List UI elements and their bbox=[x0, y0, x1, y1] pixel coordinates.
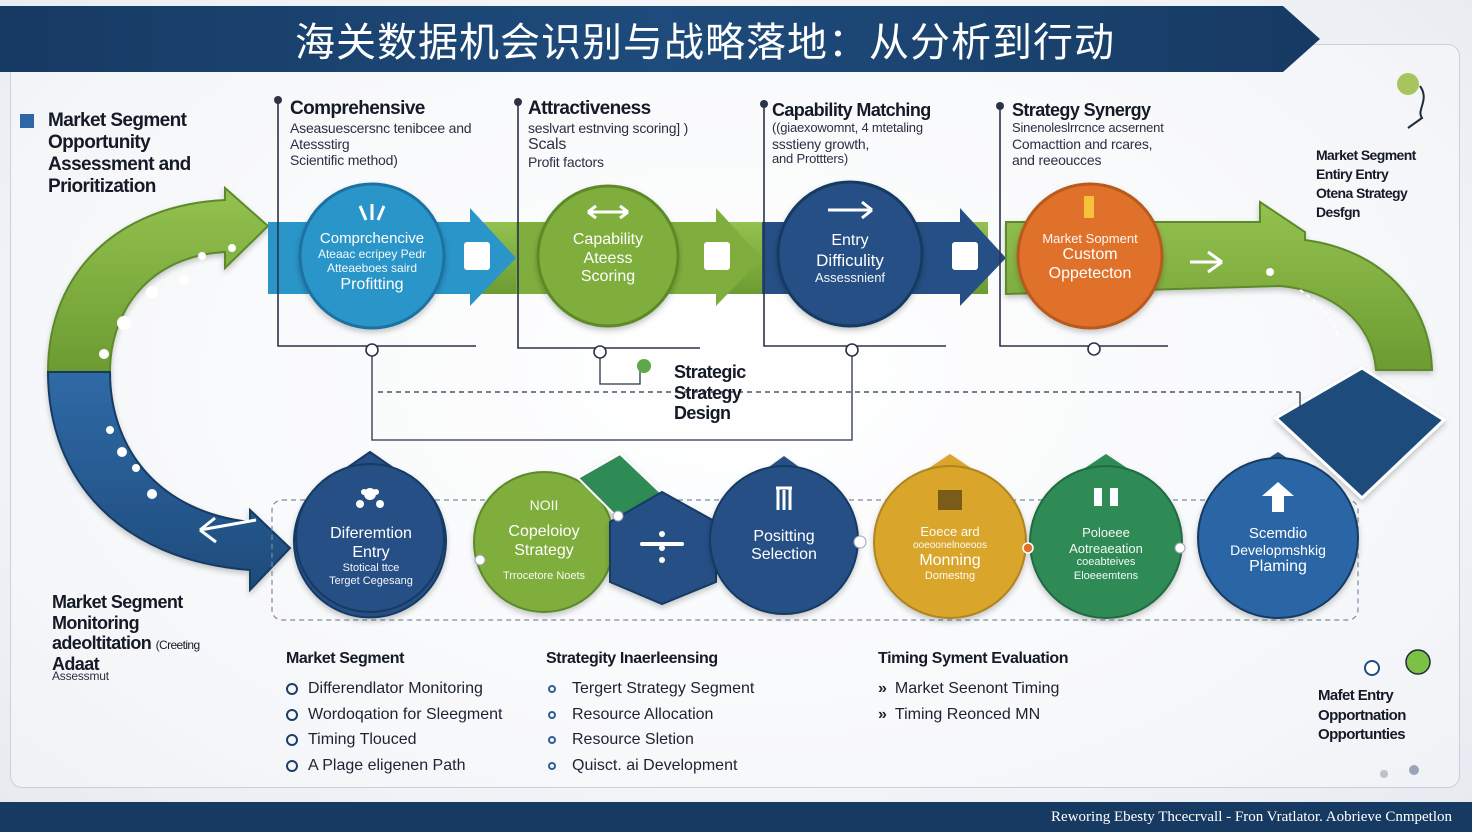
top-node-1: Comprchencive Ateaac ecripey Pedr Atteae… bbox=[317, 229, 427, 293]
bottom-node-5-circle bbox=[873, 465, 1027, 619]
left-top-label: Market Segment Opportunity Assessment an… bbox=[48, 110, 191, 197]
decor-circle-top-right bbox=[1397, 73, 1419, 95]
left-bottom-label: Market Segment Monitoring adeoltitation … bbox=[52, 592, 200, 675]
bottom-node-6-circle bbox=[1029, 465, 1183, 619]
dot-bullet-icon bbox=[548, 685, 556, 694]
list-item: Tergert Strategy Segment bbox=[546, 676, 826, 702]
network-icon bbox=[356, 488, 384, 508]
column-bracket-dots bbox=[274, 96, 1004, 110]
list-2: Strategity Inaerleensing Tergert Strateg… bbox=[546, 650, 826, 778]
list-item: Quisct. ai Development bbox=[546, 753, 826, 779]
left-bottom-sub: Assessmut bbox=[52, 669, 109, 683]
content-frame bbox=[10, 44, 1460, 788]
left-loop-green-arrow bbox=[46, 185, 270, 373]
dot-bullet-icon bbox=[548, 761, 556, 770]
right-bottom-label: Mafet Entry Opportnation Opportunties bbox=[1318, 687, 1406, 743]
top-column-3: Capability Matching ((giaexowomnt, 4 mte… bbox=[772, 100, 931, 166]
bottom-node-2: NOII Copeloioy Strategy Trrocetore Noets bbox=[502, 496, 586, 583]
top-node-3-circle bbox=[776, 180, 924, 328]
building-icon bbox=[776, 486, 792, 510]
top-node-4: Market Sopment Custom Oppetecton bbox=[1042, 230, 1138, 282]
left-top-marker bbox=[20, 114, 34, 128]
title-banner: 海关数据机会识别与战略落地：从分析到行动 bbox=[0, 6, 1320, 72]
top-node-3: Entry Difficulity Assessnienf bbox=[814, 232, 886, 286]
list-3: Timing Syment Evaluation »Market Seenont… bbox=[878, 650, 1138, 727]
top-node-4-circle bbox=[1016, 182, 1164, 330]
center-label: Strategic Strategy Design bbox=[674, 362, 746, 424]
arrow-right-icon bbox=[828, 200, 873, 220]
footer-text: Reworing Ebesty Thcecrvall - Fron Vratla… bbox=[1051, 808, 1452, 825]
dot-bullet-icon bbox=[548, 710, 556, 719]
list-item: Resource Allocation bbox=[546, 702, 826, 728]
top-column-2: Attractiveness seslvart estnving scoring… bbox=[528, 98, 689, 171]
tree-icon bbox=[1262, 482, 1294, 512]
bottom-node-7: Scemdio Developmshkig Plaming bbox=[1230, 525, 1326, 576]
center-connectors bbox=[371, 356, 1301, 441]
bottom-node-5: Eoece ard ooeoonelnoeoos Monning Domestn… bbox=[913, 524, 987, 583]
left-loop-dots bbox=[99, 244, 236, 499]
tools-icon bbox=[358, 204, 386, 221]
top-node-2: Capability Ateess Scoring bbox=[572, 231, 644, 286]
bottom-node-6: Poloeee Aotreaeation coeabteives Eloeeem… bbox=[1069, 525, 1143, 582]
top-node-2-circle bbox=[536, 184, 680, 328]
bracket-junctions bbox=[365, 342, 1101, 359]
list-item: »Market Seenont Timing bbox=[878, 676, 1138, 702]
bottom-node-7-circle bbox=[1197, 457, 1359, 619]
team-icon bbox=[1094, 488, 1118, 506]
bottom-node-4: Positting Selection bbox=[751, 527, 817, 563]
list-item: Resource Sletion bbox=[546, 727, 826, 753]
ring-bullet-icon bbox=[286, 683, 298, 696]
pencil-icon bbox=[1084, 196, 1094, 218]
column-brackets bbox=[277, 100, 1168, 349]
ring-bullet-icon bbox=[286, 759, 298, 772]
right-diamond-arrow bbox=[1273, 366, 1447, 501]
bottom-connector-dots bbox=[474, 510, 1186, 566]
list-item: A Plage eligenen Path bbox=[286, 753, 536, 779]
top-node-1-circle bbox=[298, 182, 446, 330]
page-title: 海关数据机会识别与战略落地：从分析到行动 bbox=[295, 20, 1115, 66]
list-item: Timing Tlouced bbox=[286, 727, 536, 753]
footer-bar: Reworing Ebesty Thcecrvall - Fron Vratla… bbox=[0, 802, 1472, 832]
top-column-4: Strategy Synergy Sinenoleslrrcnce acsern… bbox=[1012, 100, 1164, 168]
left-loop-blue-arrow bbox=[46, 371, 292, 593]
decor-circle-bottom-right bbox=[1405, 649, 1431, 675]
ring-bullet-icon bbox=[286, 734, 298, 747]
chevron-double-icon: » bbox=[878, 705, 887, 723]
chevron-double-icon: » bbox=[878, 680, 887, 698]
bottom-node-1: Diferemtion Entry Stotical ttce Terget C… bbox=[329, 525, 413, 588]
book-icon bbox=[938, 490, 962, 510]
ring-bullet-icon bbox=[286, 708, 298, 721]
dot-bullet-icon bbox=[548, 736, 556, 745]
list-item: »Timing Reonced MN bbox=[878, 702, 1138, 728]
arrows-icon bbox=[587, 204, 629, 220]
dots-icon bbox=[640, 531, 684, 563]
list-item: Differendlator Monitoring bbox=[286, 676, 536, 702]
list-item: Wordoqation for Sleegment bbox=[286, 702, 536, 728]
right-top-label: Market Segment Entiry Entry Otena Strate… bbox=[1316, 147, 1416, 220]
top-column-1: Comprehensive Aseasuescersnc tenibcee an… bbox=[290, 98, 472, 169]
list-1: Market Segment Differendlator Monitoring… bbox=[286, 650, 536, 778]
